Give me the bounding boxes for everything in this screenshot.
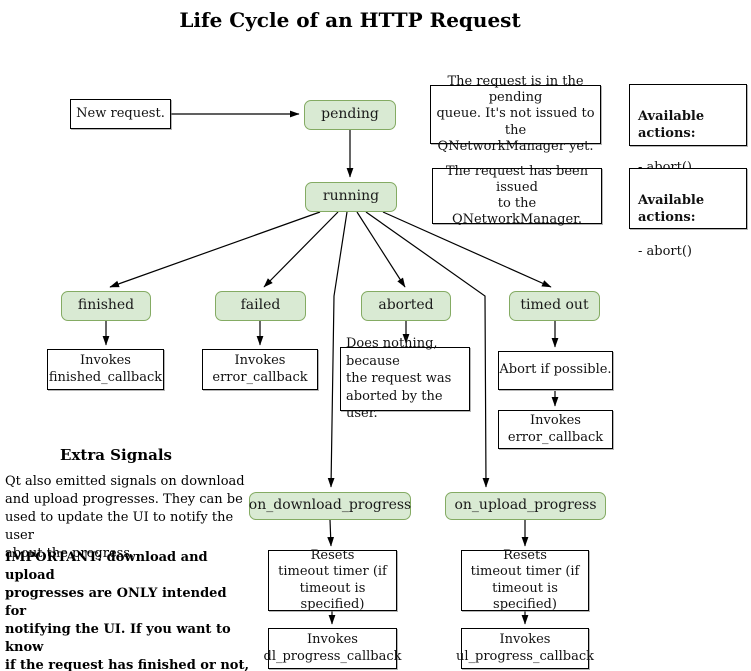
note-aborted: Does nothing, because the request was ab…: [340, 336, 470, 421]
extra-signals-description: Qt also emitted signals on download and …: [5, 474, 245, 561]
page-title: Life Cycle of an HTTP Request: [179, 8, 521, 32]
box-invokes-dl-progress-callback: Invokes dl_progress_callback: [264, 628, 402, 669]
box-resets-timeout-upload: Resets timeout timer (if timeout is spec…: [461, 548, 589, 612]
note-running: The request has been issued to the QNetw…: [432, 164, 602, 227]
box-invokes-error-callback-timeout: Invokes error_callback: [498, 410, 613, 449]
note-pending: The request is in the pending queue. It'…: [430, 74, 601, 154]
box-invokes-error-callback-failed: Invokes error_callback: [202, 349, 318, 390]
extra-signals-heading: Extra Signals: [60, 446, 172, 464]
available-actions-title: Available actions:: [638, 192, 705, 225]
node-pending: pending: [304, 100, 396, 130]
available-actions-title: Available actions:: [638, 108, 705, 141]
available-actions-running: Available actions: - abort(): [629, 168, 747, 259]
available-actions-item: - abort(): [638, 243, 693, 259]
extra-signals-important: IMPORTANT: download and upload progresse…: [5, 550, 250, 671]
arrow-download-to-resets: [327, 519, 335, 547]
arrow-running-to-aborted: [356, 211, 406, 288]
node-new-request: New request.: [70, 99, 171, 129]
box-resets-timeout-download: Resets timeout timer (if timeout is spec…: [268, 548, 397, 612]
box-invokes-ul-progress-callback: Invokes ul_progress_callback: [456, 628, 594, 669]
arrow-running-to-failed: [263, 211, 339, 288]
node-on-upload-progress: on_upload_progress: [445, 492, 606, 520]
node-finished: finished: [61, 291, 151, 321]
node-on-download-progress: on_download_progress: [249, 492, 411, 520]
arrow-running-to-finished: [109, 211, 321, 288]
node-running: running: [305, 182, 397, 212]
box-invokes-finished-callback: Invokes finished_callback: [47, 349, 164, 390]
node-timed-out: timed out: [509, 291, 600, 321]
node-aborted: aborted: [361, 291, 451, 321]
node-failed: failed: [215, 291, 306, 321]
box-abort-if-possible: Abort if possible.: [498, 351, 613, 390]
available-actions-pending: Available actions: - abort(): [629, 84, 747, 175]
